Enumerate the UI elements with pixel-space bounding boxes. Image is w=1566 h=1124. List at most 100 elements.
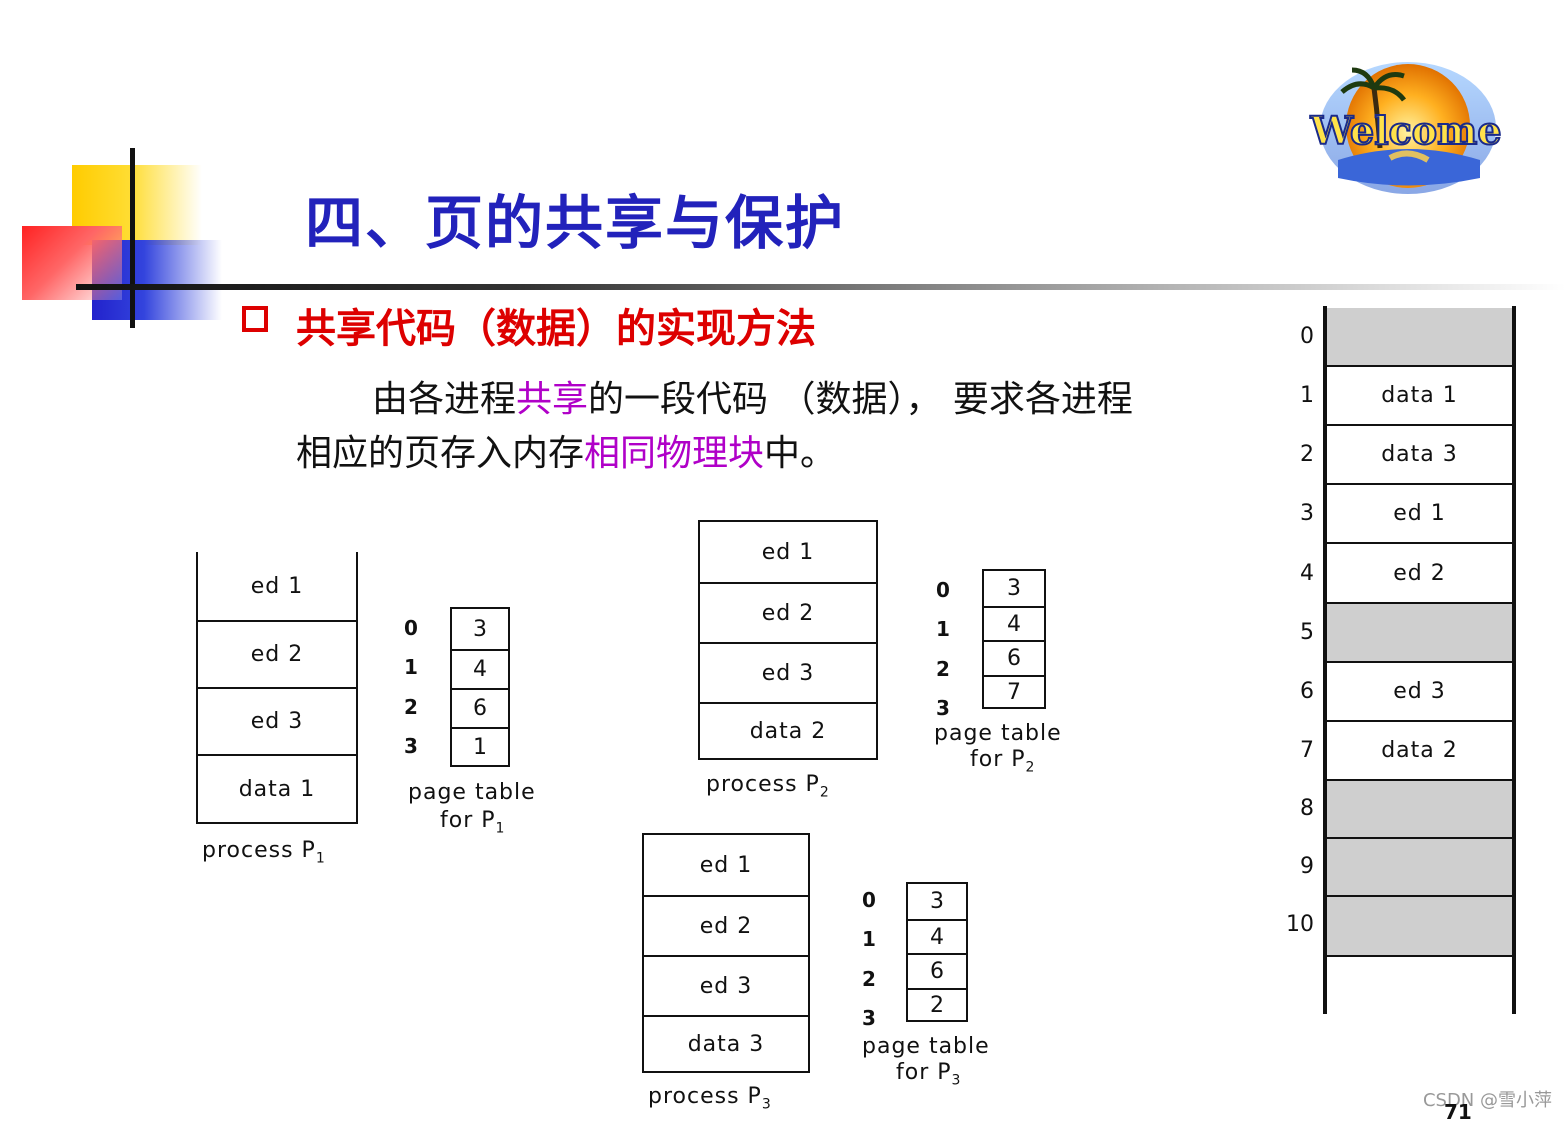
memory-index: 2 [1300,442,1314,467]
memory-index: 6 [1300,679,1314,704]
page-table-3-for: for P3 [896,1060,961,1088]
pt-frame-cell: 3 [473,616,487,642]
memory-index: 9 [1300,854,1314,879]
page-cell: ed 2 [198,620,356,687]
logo-text: Welcome [1309,108,1501,153]
pt-index: 1 [404,655,418,679]
pt-frame-cell: 4 [452,649,508,688]
process-1-label: process P1 [202,838,326,866]
text-segment: 相应的页存入内存 [296,433,585,474]
welcome-logo: Welcome [1308,62,1503,194]
page-cell: ed 3 [644,955,808,1015]
pt-frame-cell: 1 [452,727,508,765]
memory-frame [1327,308,1512,367]
text-segment: 的一段代码 （数据）， 要求各进程 [588,379,1133,420]
physical-memory-right-border [1512,306,1516,1014]
highlight-share: 共享 [516,379,589,420]
pt-frame-cell: 2 [908,988,966,1020]
label-text: process P [648,1084,762,1109]
pt-frame-cell: 4 [984,606,1044,640]
pt-index: 0 [404,616,418,640]
label-subscript: 3 [761,1096,772,1113]
page-table-3-label: page table [862,1034,990,1059]
memory-index: 0 [1300,324,1314,349]
memory-frame: data 2 [1327,722,1512,781]
memory-frame: data 3 [1327,426,1512,485]
pt-index: 1 [936,617,950,641]
page-table-1: 3 4 6 1 [450,607,510,767]
page-cell: data 1 [198,754,356,822]
page-number: 71 [1444,1100,1472,1124]
process-2-label: process P2 [706,772,830,800]
memory-index: 10 [1286,912,1314,937]
page-cell: ed 1 [761,539,815,565]
process-3-label: process P3 [648,1084,772,1112]
page-title: 四、页的共享与保护 [305,189,846,257]
pt-index: 3 [936,696,950,720]
label-subscript: 1 [495,820,506,837]
pt-index: 0 [936,578,950,602]
memory-frame [1327,839,1512,897]
process-3-stack: ed 1 ed 2 ed 3 data 3 [642,833,810,1073]
pt-frame-cell: 3 [930,889,944,914]
process-1-stack: ed 1 ed 2 ed 3 data 1 [196,552,358,824]
page-cell: ed 2 [700,582,876,642]
watermark: CSDN @雪小萍 [1422,1090,1552,1111]
label-text: process P [706,772,820,797]
memory-frame: data 1 [1327,367,1512,426]
pt-index: 3 [404,734,418,758]
pt-frame-cell: 6 [984,640,1044,675]
text-segment: 中。 [764,433,837,474]
label-subscript: 2 [1025,759,1036,776]
decor-vertical-line [130,148,135,328]
memory-frame: ed 2 [1327,544,1512,604]
pt-index: 3 [862,1006,876,1030]
page-table-1-for: for P1 [440,808,505,836]
memory-frame [1327,897,1512,957]
label-text: for P [896,1060,952,1085]
memory-index: 5 [1300,620,1314,645]
section-heading: 共享代码（数据）的实现方法 [296,306,816,352]
page-cell: ed 3 [198,687,356,754]
paragraph-line-1: 由各进程共享的一段代码 （数据）， 要求各进程 [372,370,1133,422]
page-table-1-label: page table [408,780,536,805]
memory-index: 8 [1300,796,1314,821]
pt-frame-cell: 7 [984,675,1044,707]
page-table-2-for: for P2 [970,747,1035,775]
memory-frame [1327,604,1512,663]
page-cell: ed 1 [699,852,753,878]
pt-frame-cell: 6 [908,953,966,988]
page-table-2-label: page table [934,721,1062,746]
pt-index: 0 [862,888,876,912]
label-text: process P [202,838,316,863]
label-subscript: 3 [951,1072,962,1089]
memory-index: 1 [1300,383,1314,408]
memory-index: 7 [1300,738,1314,763]
page-cell: ed 3 [700,642,876,702]
pt-frame-cell: 6 [452,688,508,727]
label-subscript: 2 [819,784,830,801]
pt-frame-cell: 4 [908,919,966,953]
page-cell: ed 1 [250,573,304,599]
page-table-2: 3 4 6 7 [982,569,1046,709]
pt-index: 2 [404,695,418,719]
memory-frame: ed 1 [1327,485,1512,544]
pt-index: 1 [862,927,876,951]
page-cell: data 3 [644,1015,808,1071]
label-text: for P [440,808,496,833]
pt-index: 2 [862,967,876,991]
label-text: for P [970,747,1026,772]
bullet-icon [242,306,268,332]
title-underline [76,284,1566,290]
pt-frame-cell: 3 [1007,576,1021,601]
page-cell: ed 2 [644,895,808,955]
process-2-stack: ed 1 ed 2 ed 3 data 2 [698,520,878,760]
highlight-same-frame: 相同物理块 [584,433,765,474]
page-table-3: 3 4 6 2 [906,882,968,1022]
paragraph-line-2: 相应的页存入内存相同物理块中。 [296,424,836,476]
text-segment: 由各进程 [372,379,517,420]
page-cell: data 2 [700,702,876,758]
memory-index: 4 [1300,561,1314,586]
memory-frame [1327,781,1512,839]
physical-memory-left-border [1323,306,1327,1014]
